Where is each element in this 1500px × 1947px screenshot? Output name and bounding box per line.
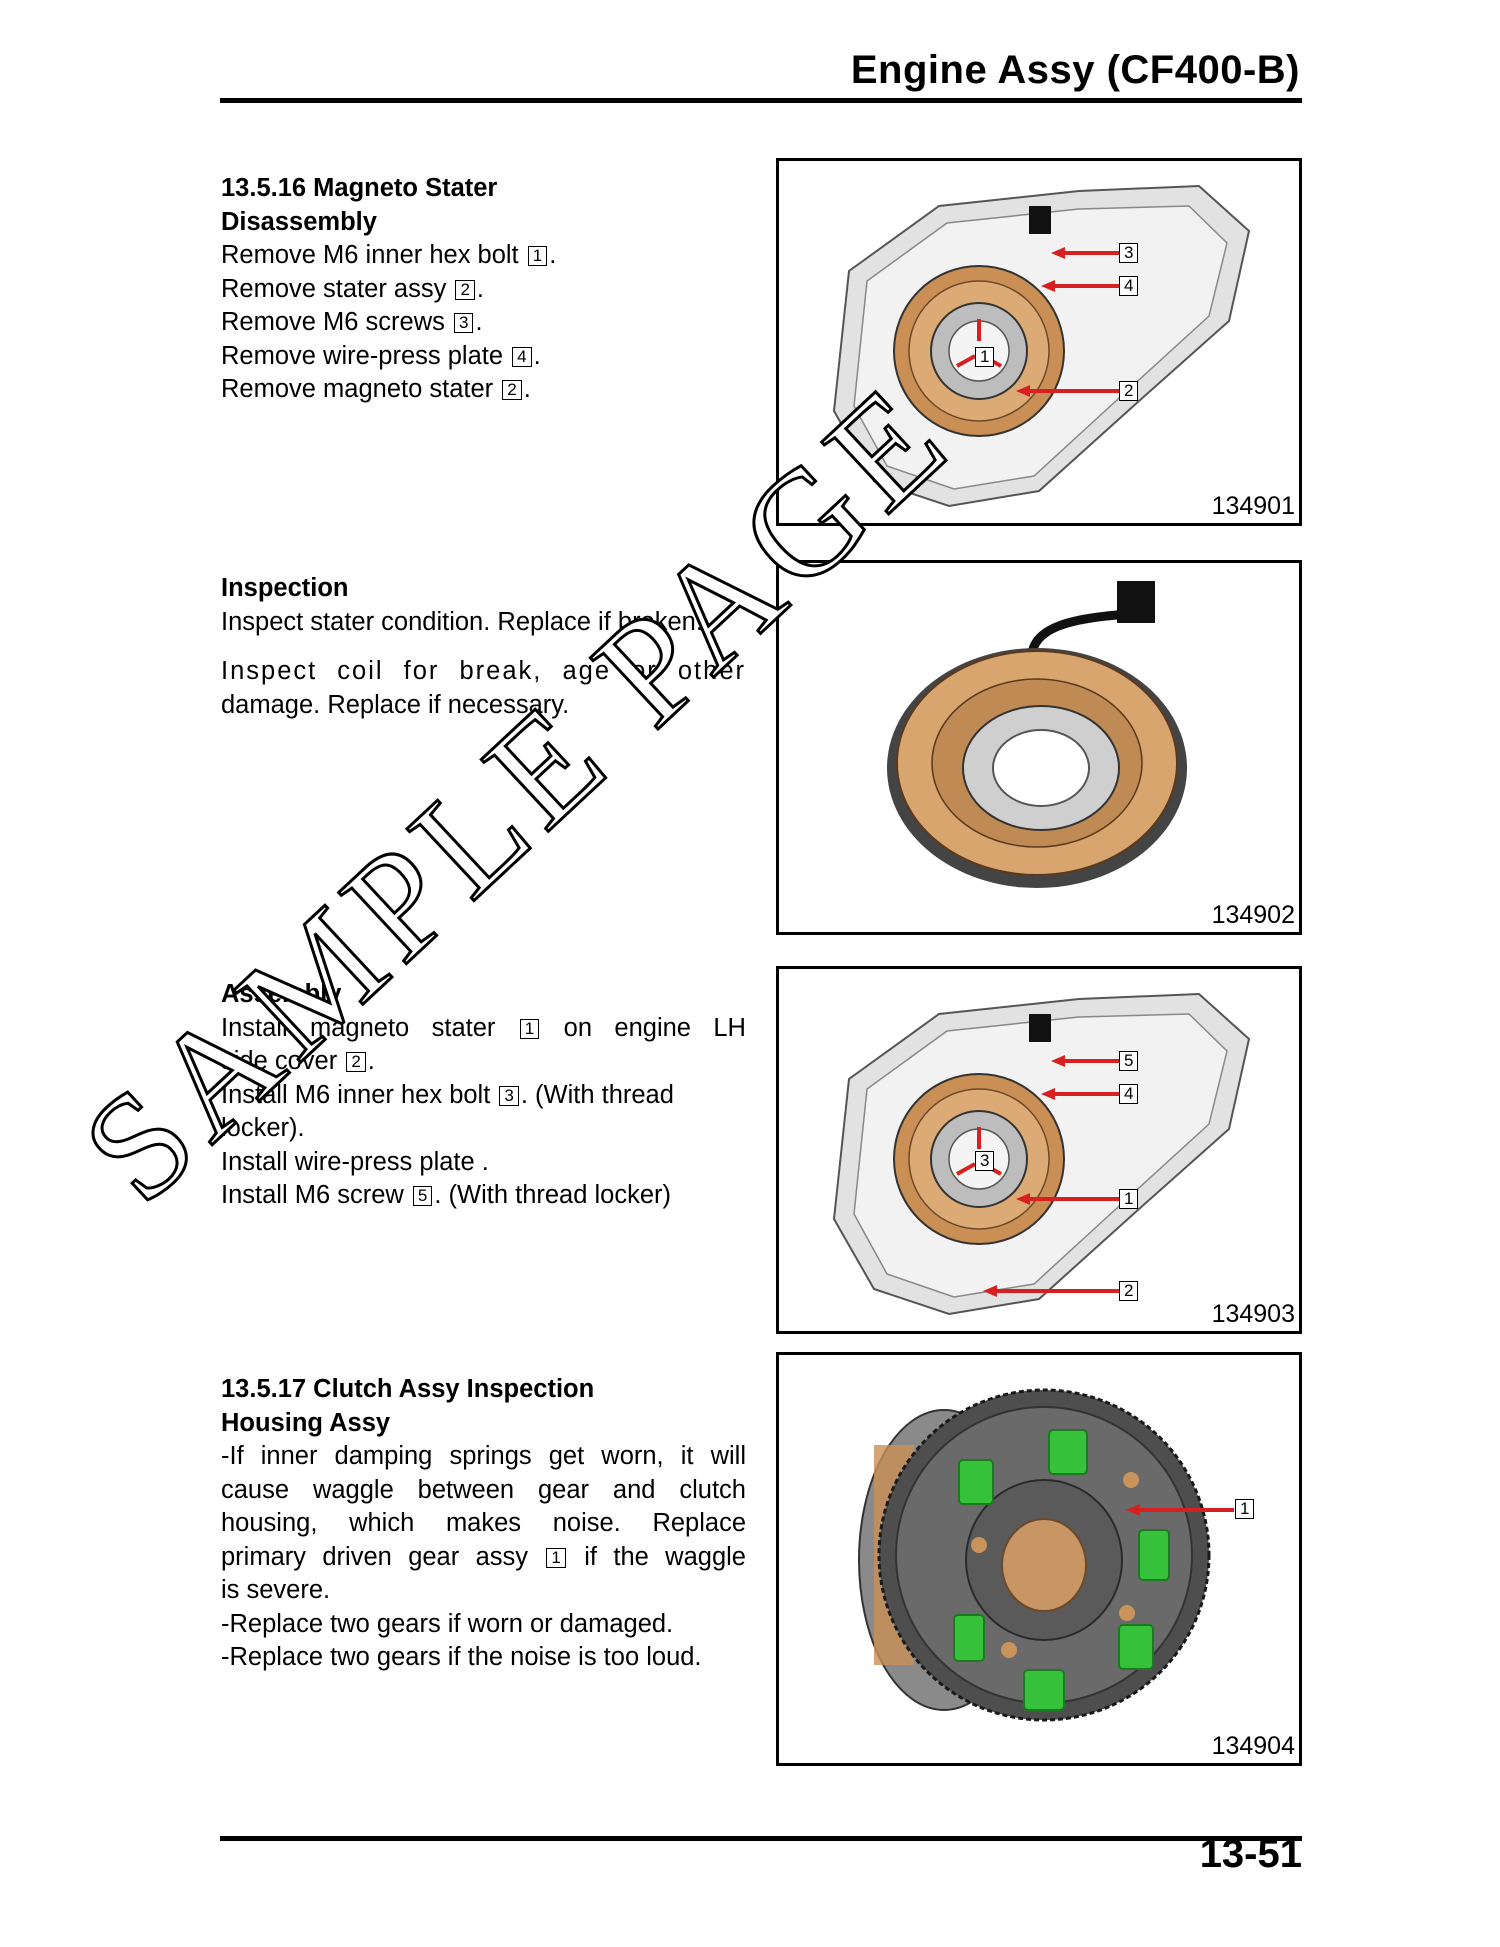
magneto-stater-disassembly-text: 13.5.16 Magneto Stater Disassembly Remov… [221,172,746,407]
step-item: Remove M6 screws 3. [221,308,483,336]
paragraph-line: Inspect stater condition. Replace if bro… [221,607,703,636]
footer-rule [220,1836,1302,1841]
step-item: Remove stater assy 2. [221,274,484,303]
callout-label: 5 [1119,1051,1139,1071]
inspection-text: Inspection Inspect stater condition. Rep… [221,572,746,722]
figure-number: 134901 [1211,492,1295,520]
callout-label: 2 [1119,381,1139,401]
paragraph-line: -If inner damping springs get worn, it w… [221,1442,746,1470]
ref-box: 5 [412,1186,433,1206]
section-heading: Assembly [221,980,342,1008]
figure-number: 134904 [1211,1732,1295,1760]
paragraph-line: Install wire-press plate . [221,1147,489,1176]
paragraph-line: side cover 2. [221,1047,375,1075]
ref-box: 2 [346,1052,366,1072]
paragraph-line: damage. Replace if necessary. [221,690,570,719]
paragraph-line: -Replace two gears if the noise is too l… [221,1643,702,1671]
page-number: 13-51 [1199,1832,1302,1876]
figure-134904: 1 134904 [776,1352,1302,1766]
ref-box: 4 [512,346,532,367]
assembly-text: Assembly Install magneto stater 1 on eng… [221,978,746,1213]
ref-box: 1 [546,1547,566,1568]
paragraph-line: Install M6 inner hex bolt 3. (With threa… [221,1080,674,1109]
ref-box: 3 [453,313,474,333]
ref-box: 1 [527,246,548,266]
section-subheading: Housing Assy [221,1408,391,1437]
stater-on-cover-illustration [832,184,1251,508]
step-item: Remove magneto stater 2. [221,375,531,403]
clutch-housing-illustration [858,1388,1234,1722]
magneto-stater-illustration [887,581,1187,888]
paragraph-line: locker). [221,1114,305,1142]
clutch-inspection-text: 13.5.17 Clutch Assy Inspection Housing A… [221,1373,746,1675]
header-rule [220,98,1302,103]
section-heading: 13.5.16 Magneto Stater [221,174,498,202]
paragraph-line: primary driven gear assy 1 if the waggle [221,1542,746,1571]
callout-label: 4 [1119,276,1139,296]
callout-label: 2 [1119,1281,1139,1301]
ref-box: 3 [499,1085,519,1106]
paragraph-line: is severe. [221,1576,331,1604]
paragraph-line: Install magneto stater 1 on engine LH [221,1013,746,1042]
figure-134902: 134902 [776,560,1302,935]
stater-install-illustration [832,992,1251,1316]
callout-label: 4 [1119,1084,1139,1104]
ref-box: 2 [502,380,522,400]
figure-134903: 5 4 3 1 2 134903 [776,966,1302,1334]
step-item: Remove wire-press plate 4. [221,341,541,370]
figure-134901: 3 4 1 2 134901 [776,158,1302,526]
paragraph-line: Inspect coil for break, age or other [221,657,746,685]
paragraph-line: cause waggle between gear and clutch [221,1475,746,1504]
step-item: Remove M6 inner hex bolt 1. [221,241,557,269]
callout-label: 1 [1119,1189,1139,1209]
figure-number: 134903 [1211,1300,1295,1328]
callout-label: 3 [975,1151,995,1171]
paragraph-line: -Replace two gears if worn or damaged. [221,1609,674,1638]
page-header-title: Engine Assy (CF400-B) [850,48,1300,92]
callout-label: 3 [1119,243,1139,263]
section-heading: Inspection [221,574,349,602]
section-heading: 13.5.17 Clutch Assy Inspection [221,1375,595,1403]
paragraph-line: housing, which makes noise. Replace [221,1509,746,1537]
ref-box: 2 [455,279,475,300]
callout-label: 1 [975,347,995,367]
figure-number: 134902 [1211,901,1295,929]
section-subheading: Disassembly [221,207,377,236]
paragraph-line: Install M6 screw 5. (With thread locker) [221,1181,672,1209]
ref-box: 1 [519,1018,540,1039]
callout-label: 1 [1235,1499,1255,1519]
